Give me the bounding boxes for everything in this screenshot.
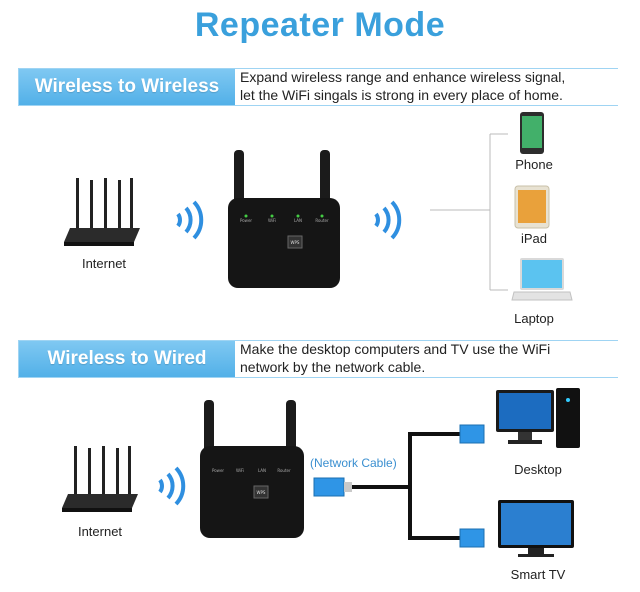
- router-label-2: Internet: [77, 524, 123, 539]
- section1-banner: Wireless to Wireless: [18, 68, 619, 106]
- section2-description: Make the desktop computers and TV use th…: [240, 340, 550, 376]
- wps-button-label: WPS: [291, 240, 300, 245]
- network-cable: [313, 424, 485, 548]
- router-icon-2: [62, 446, 138, 512]
- device-label-desktop: Desktop: [514, 462, 562, 477]
- repeater-led-label: LAN: [258, 468, 266, 473]
- page-title: Repeater Mode: [194, 6, 446, 44]
- repeater-led-label: Router: [277, 468, 291, 473]
- ipad-icon: [514, 185, 550, 229]
- section2-desc-line1: Make the desktop computers and TV use th…: [240, 341, 551, 357]
- section2-banner-label: Wireless to Wired: [47, 348, 207, 369]
- phone-icon: [520, 112, 544, 154]
- network-cable-label: (Network Cable): [310, 456, 397, 470]
- section2-desc-line2: network by the network cable.: [240, 359, 426, 375]
- section1-banner-label: Wireless to Wireless: [34, 76, 220, 97]
- section2-banner: Wireless to Wired: [18, 340, 619, 378]
- desktop-icon: [496, 388, 580, 448]
- repeater-led-label: Power: [240, 218, 252, 223]
- wps-button-label: WPS: [257, 490, 266, 495]
- wifi-signal-icon-out: [374, 200, 402, 240]
- device-label-smart-tv: Smart TV: [510, 567, 566, 582]
- section1-desc-line2: let the WiFi singals is strong in every …: [240, 87, 563, 103]
- device-label-ipad: iPad: [520, 231, 548, 246]
- section1-desc-line1: Expand wireless range and enhance wirele…: [240, 69, 566, 85]
- section1-description: Expand wireless range and enhance wirele…: [240, 68, 565, 104]
- repeater-led-label: Router: [315, 218, 329, 223]
- repeater-led-label: WiFi: [268, 218, 276, 223]
- repeater-led-label: Power: [212, 468, 224, 473]
- device-label-phone: Phone: [515, 157, 553, 172]
- router-label: Internet: [81, 256, 127, 271]
- wifi-signal-icon: [176, 200, 204, 240]
- repeater-led-label: WiFi: [236, 468, 244, 473]
- wifi-signal-icon-2: [158, 466, 186, 506]
- smart-tv-icon: [498, 500, 574, 557]
- connector-lines: [430, 133, 508, 291]
- router-icon: [64, 178, 140, 246]
- laptop-icon: [511, 258, 573, 301]
- device-label-laptop: Laptop: [514, 311, 554, 326]
- repeater-led-label: LAN: [294, 218, 302, 223]
